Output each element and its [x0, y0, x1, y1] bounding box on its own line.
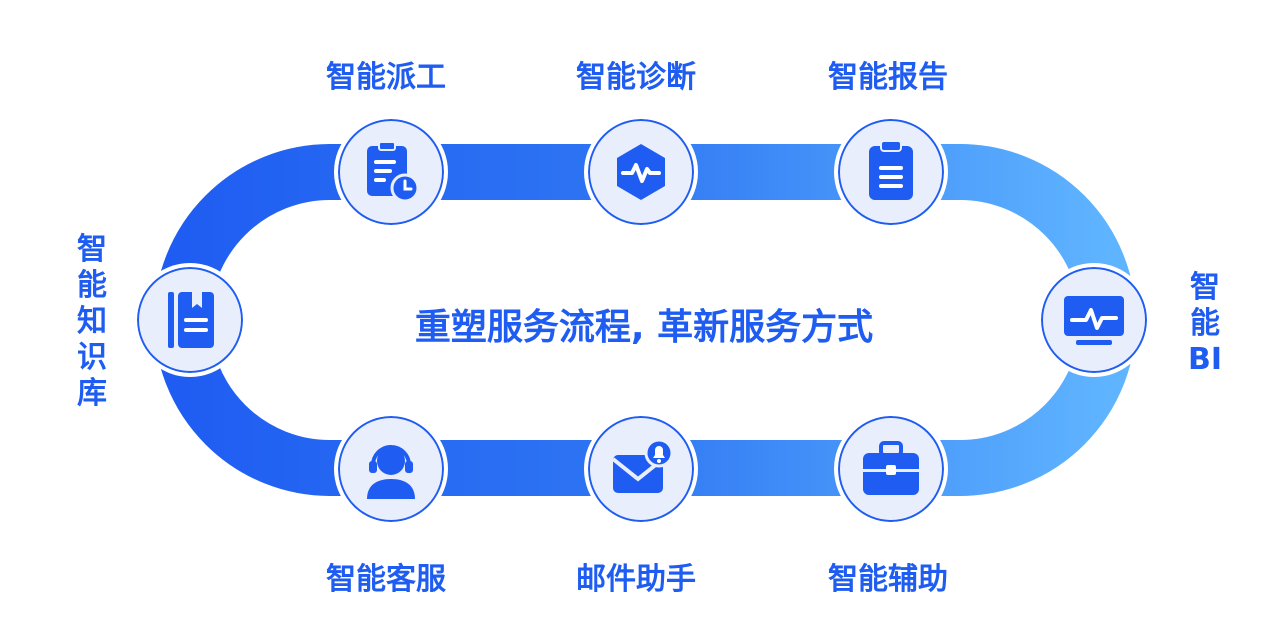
label-assist: 智能辅助 [828, 562, 948, 597]
diagram-title: 重塑服务流程, 革新服务方式 [414, 307, 874, 348]
label-service: 智能客服 [326, 562, 446, 597]
label-knowledge: 智能知识库 [77, 232, 107, 411]
pulse-hexagon-icon [617, 144, 665, 200]
node-dispatch [334, 115, 448, 229]
node-mail [584, 412, 698, 526]
node-diagnosis [584, 115, 698, 229]
clipboard-clock-icon [367, 141, 420, 203]
clipboard-list-icon [869, 140, 913, 200]
bookmark-book-icon [168, 292, 214, 348]
node-knowledge [133, 263, 247, 377]
node-assist [834, 412, 948, 526]
briefcase-icon [863, 441, 919, 495]
node-bi [1037, 263, 1151, 377]
node-report [834, 115, 948, 229]
label-mail: 邮件助手 [576, 562, 696, 597]
node-service [334, 412, 448, 526]
label-report: 智能报告 [828, 60, 948, 95]
label-dispatch: 智能派工 [326, 60, 446, 95]
headset-user-icon [367, 445, 415, 499]
mail-bell-icon [611, 438, 674, 493]
label-diagnosis: 智能诊断 [576, 60, 696, 95]
monitor-pulse-icon [1064, 296, 1124, 345]
